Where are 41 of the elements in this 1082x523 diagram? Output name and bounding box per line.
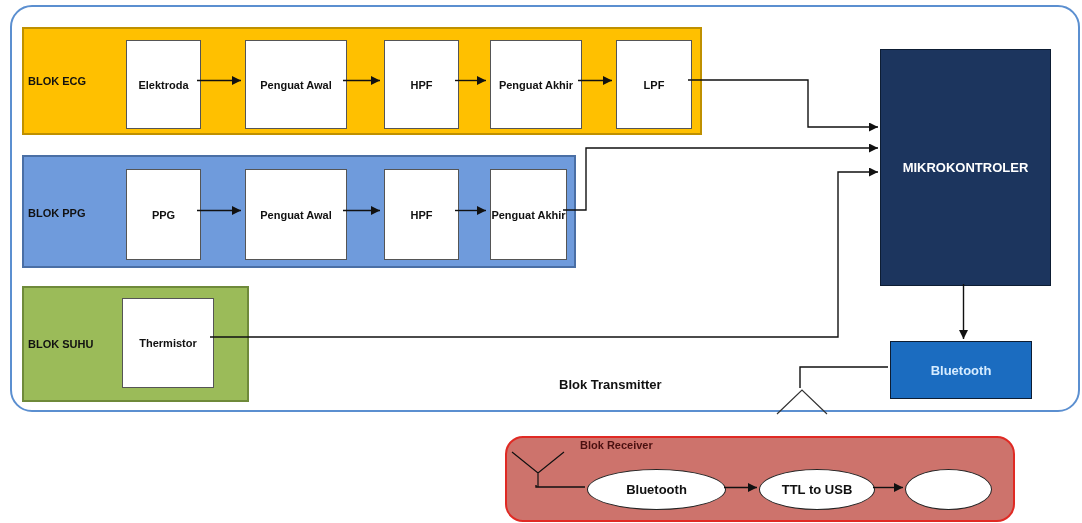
block-band (22, 27, 702, 135)
group-label: Blok Receiver (580, 439, 653, 451)
process-box: Thermistor (122, 298, 214, 388)
arrow (454, 76, 487, 85)
arrow (687, 79, 879, 132)
arrow (959, 283, 968, 340)
block-band (22, 155, 576, 268)
antenna-icon (512, 450, 564, 487)
transmitter-panel (10, 5, 1080, 412)
group-label: BLOK ECG (28, 75, 87, 87)
arrow (577, 76, 613, 85)
module-box: MIKROKONTROLER (880, 49, 1051, 286)
module-box: Bluetooth (890, 341, 1032, 399)
process-box: Penguat Akhir (490, 169, 567, 260)
process-box: LPF (616, 40, 692, 129)
group-label: Blok Transmitter (559, 377, 662, 392)
group-label: BLOK PPG (28, 207, 86, 219)
connector-line (799, 366, 889, 389)
block-band (22, 286, 249, 402)
connector-line (535, 484, 586, 488)
arrow (342, 76, 381, 85)
process-box: HPF (384, 40, 459, 129)
arrow (209, 167, 879, 338)
process-box: Penguat Awal (245, 40, 347, 129)
process-box: Elektroda (126, 40, 201, 129)
arrow (562, 143, 879, 211)
process-box: Penguat Awal (245, 169, 347, 260)
process-box: Penguat Akhir (490, 40, 582, 129)
antenna-icon (777, 388, 827, 414)
arrow (723, 483, 758, 492)
receiver-panel (505, 436, 1015, 522)
module-oval: Bluetooth (587, 469, 726, 510)
process-box: HPF (384, 169, 459, 260)
arrow (454, 206, 487, 215)
arrow (196, 76, 242, 85)
group-label: BLOK SUHU (28, 338, 94, 350)
module-oval: TTL to USB (759, 469, 875, 510)
arrow (342, 206, 381, 215)
arrow (196, 206, 242, 215)
process-box: PPG (126, 169, 201, 260)
arrow (872, 483, 904, 492)
